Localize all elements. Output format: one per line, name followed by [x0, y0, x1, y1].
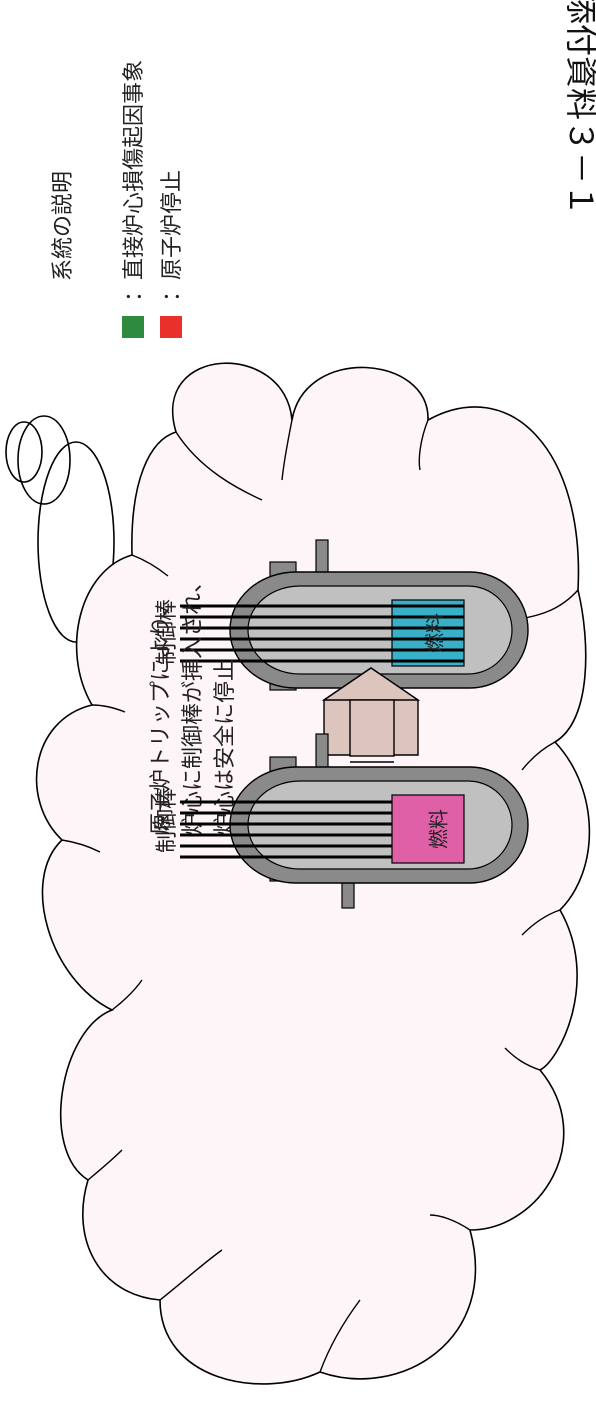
legend-item-reactor-shutdown: ：原子炉停止 [160, 170, 185, 302]
control-rods [180, 604, 464, 663]
fuel-block [391, 794, 465, 864]
legend-swatch-red [160, 316, 182, 338]
control-rod-label: 制御棒 [155, 787, 180, 853]
fuel-block [391, 599, 465, 667]
caption-line-2: 炉心に制御棒が挿入され、 [181, 571, 206, 835]
control-rod-label: 制御棒 [155, 599, 180, 665]
control-rods [180, 800, 392, 859]
reactor-before-trip: 燃料 制御棒 [155, 733, 529, 909]
legend: 系統の説明 ：直接炉心損傷起因事象 ：原子炉停止 [51, 60, 185, 338]
legend-swatch-green [122, 316, 144, 338]
page-label: 添付資料３－１ [562, 0, 596, 216]
legend-title: 系統の説明 [51, 171, 76, 281]
legend-item-direct-core-damage: ：直接炉心損傷起因事象 [122, 60, 147, 302]
reactor-after-trip: 燃料 制御棒 [155, 539, 529, 707]
caption: 原子炉トリップにより、 炉心に制御棒が挿入され、 炉心は安全に停止 [149, 571, 238, 835]
fuel-label: 燃料 [423, 613, 447, 653]
caption-line-1: 原子炉トリップにより、 [149, 594, 174, 835]
fuel-label: 燃料 [427, 809, 451, 849]
transition-arrow [321, 667, 421, 769]
cloud-inner-arcs [61, 419, 579, 1373]
thought-bubble-medium [17, 415, 71, 505]
thought-bubble-small [5, 421, 43, 483]
